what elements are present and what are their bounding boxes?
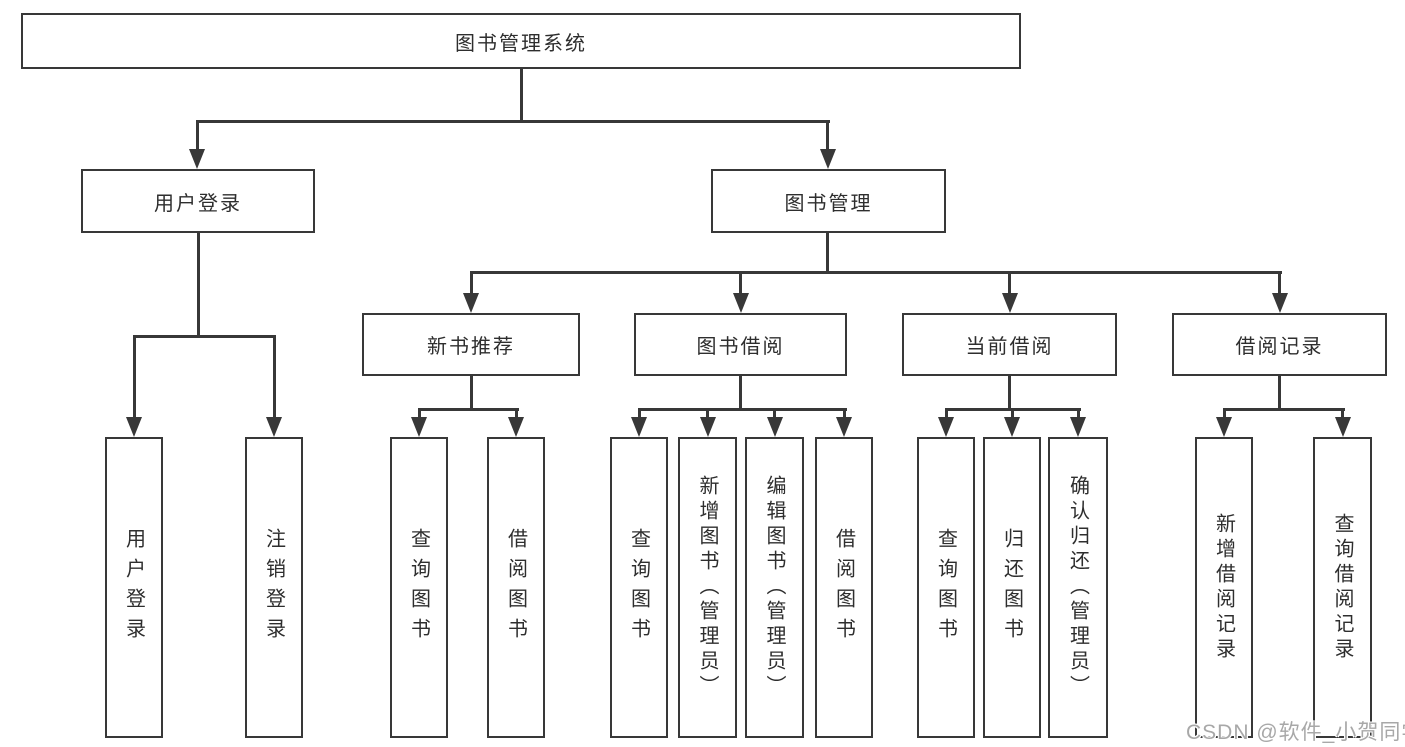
connector-drop-borrow-records: [1278, 271, 1281, 295]
node-label: 查询图书: [407, 527, 430, 648]
arrow-down-icon: [699, 417, 716, 437]
connector-drop: [417, 408, 421, 420]
connector-drop: [944, 408, 948, 420]
connector-drop-logout-leaf: [272, 335, 276, 420]
node-library-management-system: 图书管理系统: [21, 13, 1021, 69]
leaf-query-books-recommend: 查询图书: [390, 437, 448, 738]
arrow-down-icon: [1001, 293, 1018, 313]
leaf-query-books-borrow: 查询图书: [610, 437, 668, 738]
node-label: 借阅图书: [832, 527, 855, 648]
connector-section1-stem: [469, 375, 473, 410]
connector-drop-book-management: [826, 120, 829, 152]
node-current-borrowing: 当前借阅: [902, 313, 1117, 376]
connector-root-stem: [519, 68, 523, 121]
connector-level1-bar: [195, 120, 830, 123]
node-label: 借阅记录: [1235, 336, 1324, 358]
leaf-borrow-books: 借阅图书: [815, 437, 873, 738]
node-label: 确认归还（管理员）: [1066, 475, 1089, 700]
connector-drop: [773, 408, 776, 420]
connector-drop: [1010, 408, 1014, 420]
connector-section2-bar: [637, 408, 847, 411]
connector-drop-current-borrow: [1008, 271, 1011, 295]
connector-section4-stem: [1278, 375, 1281, 410]
leaf-add-borrow-record: 新增借阅记录: [1195, 437, 1253, 738]
connector-drop-login-leaf: [132, 335, 136, 420]
node-new-book-recommend: 新书推荐: [362, 313, 580, 376]
node-label: 图书借阅: [696, 336, 785, 358]
connector-user-stem: [196, 233, 200, 337]
node-label: 新书推荐: [427, 336, 515, 358]
leaf-logout: 注销登录: [245, 437, 303, 738]
node-label: 新增借阅记录: [1212, 512, 1235, 663]
arrow-down-icon: [1004, 417, 1020, 437]
leaf-confirm-return-admin: 确认归还（管理员）: [1048, 437, 1108, 738]
connector-drop: [1341, 408, 1344, 420]
connector-drop: [706, 408, 709, 420]
arrow-down-icon: [766, 417, 783, 437]
arrow-down-icon: [463, 293, 479, 313]
arrow-down-icon: [732, 293, 749, 313]
connector-level2-bar: [469, 271, 1282, 274]
node-label: 用户登录: [154, 192, 242, 215]
arrow-down-icon: [1271, 293, 1288, 313]
arrow-down-icon: [508, 417, 524, 437]
node-label: 查询借阅记录: [1331, 512, 1353, 663]
connector-drop: [514, 408, 518, 420]
arrow-down-icon: [836, 417, 852, 437]
arrow-down-icon: [266, 417, 282, 437]
node-book-management-branch: 图书管理: [711, 169, 946, 233]
connector-drop: [1076, 408, 1080, 420]
node-label: 查询图书: [934, 527, 957, 648]
node-user-login-branch: 用户登录: [81, 169, 315, 233]
node-borrowing-records: 借阅记录: [1172, 313, 1387, 376]
connector-section1-bar: [417, 408, 519, 411]
connector-drop: [1222, 408, 1226, 420]
arrow-down-icon: [411, 417, 427, 437]
connector-drop-book-borrow: [739, 271, 742, 295]
arrow-down-icon: [189, 149, 205, 169]
node-label: 借阅图书: [504, 527, 527, 648]
arrow-down-icon: [1070, 417, 1086, 437]
connector-drop: [842, 408, 846, 420]
connector-drop-user-login: [195, 120, 199, 152]
node-label: 查询图书: [627, 527, 650, 648]
node-book-borrowing: 图书借阅: [634, 313, 847, 376]
arrow-down-icon: [819, 149, 836, 169]
node-label: 新增图书（管理员）: [696, 475, 718, 700]
arrow-down-icon: [126, 417, 142, 437]
arrow-down-icon: [1216, 417, 1232, 437]
arrow-down-icon: [1334, 417, 1351, 437]
node-label: 图书管理: [784, 192, 873, 215]
node-label: 当前借阅: [965, 336, 1054, 358]
connector-section3-stem: [1008, 375, 1011, 410]
leaf-return-books: 归还图书: [983, 437, 1041, 738]
leaf-query-borrow-record: 查询借阅记录: [1313, 437, 1372, 738]
node-label: 编辑图书（管理员）: [763, 475, 785, 700]
node-label: 归还图书: [1000, 527, 1023, 648]
connector-drop: [637, 408, 641, 420]
node-label: 图书管理系统: [455, 32, 587, 55]
arrow-down-icon: [631, 417, 647, 437]
node-label: 用户登录: [122, 527, 145, 648]
leaf-edit-books-admin: 编辑图书（管理员）: [745, 437, 804, 738]
connector-user-bar: [132, 335, 276, 338]
connector-section2-stem: [739, 375, 742, 410]
leaf-user-login: 用户登录: [105, 437, 163, 738]
leaf-add-books-admin: 新增图书（管理员）: [678, 437, 737, 738]
arrow-down-icon: [938, 417, 954, 437]
leaf-borrow-books-recommend: 借阅图书: [487, 437, 545, 738]
connector-section4-bar: [1222, 408, 1345, 411]
watermark: CSDN @软件_小贺同学: [1186, 721, 1405, 744]
connector-book-stem: [826, 233, 829, 273]
node-label: 注销登录: [262, 527, 285, 648]
leaf-query-books-current: 查询图书: [917, 437, 975, 738]
connector-drop-new-books: [469, 271, 473, 295]
